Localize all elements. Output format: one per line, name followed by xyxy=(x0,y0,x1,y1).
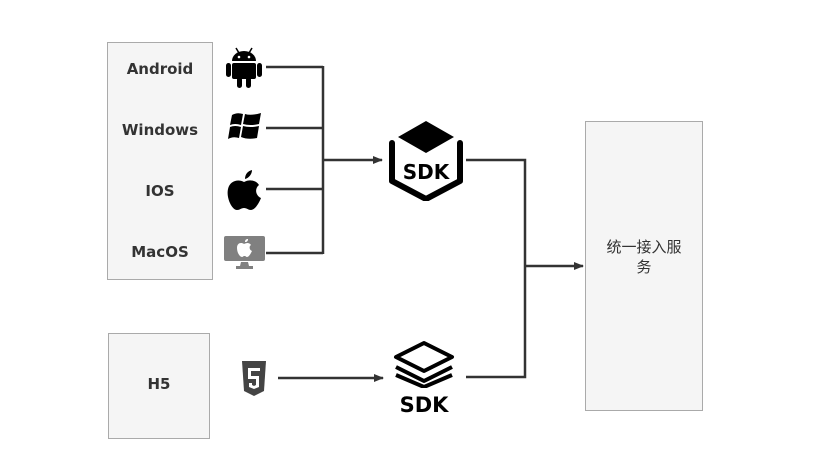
service-box xyxy=(585,121,703,411)
sdk-web-label: SDK xyxy=(399,393,449,417)
html5-icon xyxy=(242,361,266,396)
platform-label-windows: Windows xyxy=(121,121,199,139)
sdk-native-label: SDK xyxy=(403,160,451,184)
mac-monitor-icon xyxy=(224,236,265,269)
platform-label-macos: MacOS xyxy=(131,243,189,261)
platforms-box xyxy=(107,42,213,280)
android-icon xyxy=(226,47,262,88)
line-sdk-native-out xyxy=(466,158,527,379)
service-label: 统一接入服务 xyxy=(606,238,682,276)
platform-label-android: Android xyxy=(126,60,194,78)
sdk-web-layers-icon xyxy=(394,341,454,388)
h5-box xyxy=(108,333,210,439)
apple-icon xyxy=(227,170,261,210)
windows-icon xyxy=(228,113,261,139)
sdk-native-icon: SDK xyxy=(389,121,463,201)
h5-label: H5 xyxy=(147,375,171,393)
platform-label-ios: IOS xyxy=(145,182,175,200)
